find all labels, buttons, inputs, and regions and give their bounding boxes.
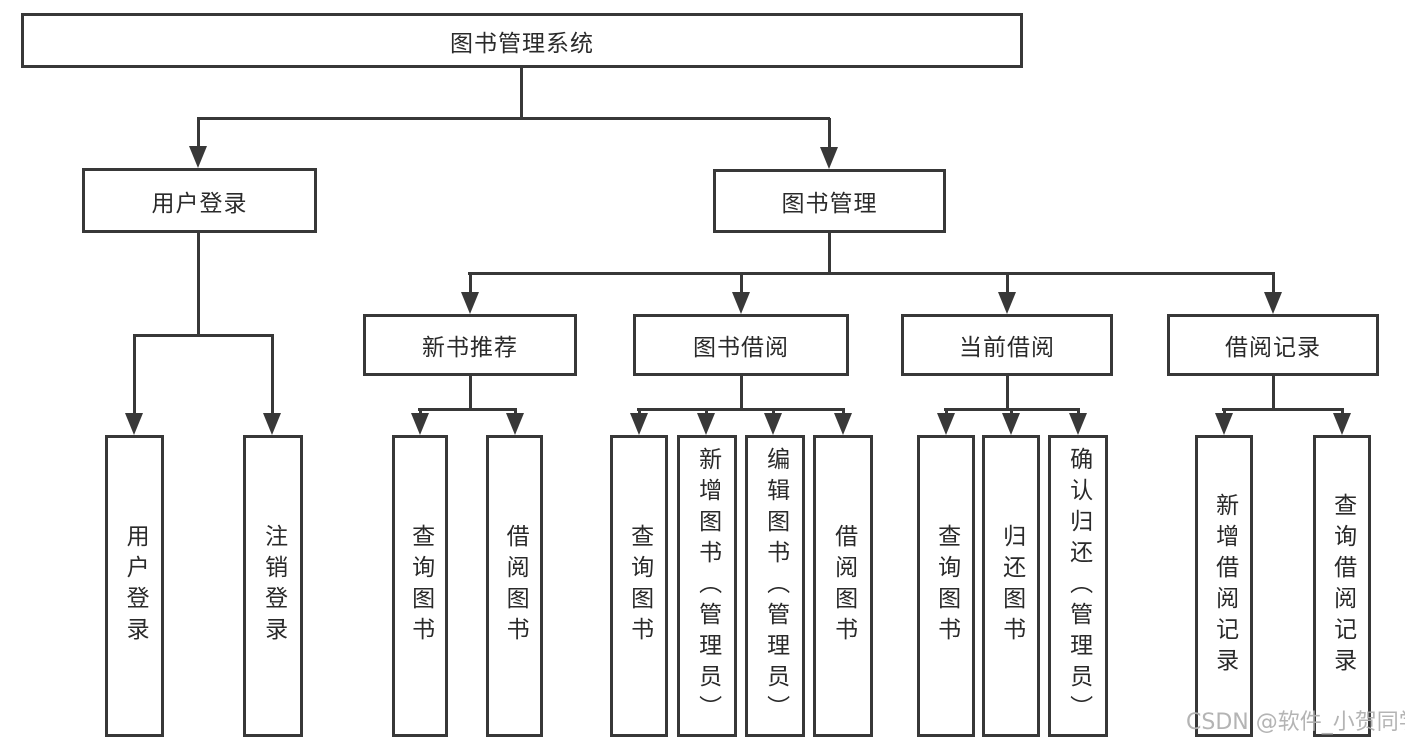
arrow-stem [1272,273,1275,294]
arrow-stem [1010,409,1013,415]
node-borrow-records: 借阅记录 [1167,314,1379,376]
arrow-down-icon [411,413,429,435]
connector-vline [469,376,472,410]
arrow-stem [705,409,708,415]
arrow-stem [740,273,743,294]
csdn-watermark: CSDN @软件_小贺同学 [1186,710,1405,735]
leaf-query-books-1: 查询图书 [392,435,448,737]
arrow-down-icon [1264,292,1282,314]
arrow-down-icon [461,292,479,314]
arrow-down-icon [1002,413,1020,435]
node-new-book-recommend: 新书推荐 [363,314,577,376]
arrow-stem [1006,273,1009,294]
arrow-stem [271,335,274,415]
arrow-stem [828,118,831,149]
connector-hline [1222,408,1344,411]
leaf-query-books-3: 查询图书 [917,435,975,737]
connector-vline [1272,376,1275,410]
node-label: 借阅图书 [830,524,857,648]
arrow-down-icon [764,413,782,435]
arrow-stem [1223,409,1226,415]
leaf-borrow-books-1: 借阅图书 [486,435,543,737]
leaf-query-books-2: 查询图书 [610,435,668,737]
leaf-user-login: 用户登录 [105,435,164,737]
node-label: 借阅记录 [1225,335,1321,361]
leaf-edit-books-admin: 编辑图书（管理员） [745,435,805,737]
leaf-add-books-admin: 新增图书（管理员） [677,435,737,737]
connector-hline [637,408,845,411]
node-label: 用户登录 [151,190,248,217]
connector-hline [197,117,830,120]
node-book-borrow: 图书借阅 [633,314,849,376]
node-label: 新增借阅记录 [1211,493,1238,679]
connector-hline [133,334,274,337]
connector-vline [828,233,831,274]
leaf-borrow-books-2: 借阅图书 [813,435,873,737]
node-root-library-system: 图书管理系统 [21,13,1023,68]
arrow-stem [133,335,136,415]
node-label: 借阅图书 [502,524,529,648]
arrow-down-icon [937,413,955,435]
leaf-logout: 注销登录 [243,435,303,737]
leaf-add-borrow-record: 新增借阅记录 [1195,435,1253,737]
leaf-confirm-return-admin: 确认归还（管理员） [1048,435,1108,737]
arrow-down-icon [630,413,648,435]
node-label: 新书推荐 [422,335,518,361]
arrow-down-icon [1069,413,1087,435]
arrow-down-icon [1333,413,1351,435]
arrow-stem [469,273,472,294]
leaf-query-borrow-record: 查询借阅记录 [1313,435,1371,737]
arrow-stem [1341,409,1344,415]
arrow-stem [842,409,845,415]
node-current-borrow: 当前借阅 [901,314,1113,376]
arrow-down-icon [1215,413,1233,435]
connector-vline [197,232,200,336]
node-label: 注销登录 [260,524,287,648]
arrow-stem [1077,409,1080,415]
arrow-down-icon [125,413,143,435]
connector-vline [740,376,743,410]
node-label: 归还图书 [998,524,1025,648]
arrow-stem [638,409,641,415]
arrow-down-icon [263,413,281,435]
arrow-down-icon [998,292,1016,314]
node-label: 查询图书 [407,524,434,648]
arrow-stem [945,409,948,415]
node-label: 用户登录 [122,524,149,648]
arrow-down-icon [732,292,750,314]
node-label: 图书管理系统 [450,30,594,57]
node-label: 编辑图书（管理员） [762,446,789,726]
node-book-management: 图书管理 [713,169,946,233]
node-label: 确认归还（管理员） [1065,446,1092,726]
node-label: 图书管理 [781,191,878,217]
connector-vline [520,68,523,118]
arrow-down-icon [820,147,838,169]
node-user-login: 用户登录 [82,168,317,233]
connector-hline [468,272,1275,275]
arrow-down-icon [506,413,524,435]
arrow-stem [419,409,422,415]
arrow-stem [197,118,200,148]
arrow-down-icon [834,413,852,435]
arrow-down-icon [189,146,207,168]
arrow-stem [514,409,517,415]
node-label: 查询图书 [933,524,960,648]
leaf-return-books: 归还图书 [982,435,1040,737]
arrow-down-icon [697,413,715,435]
node-label: 新增图书（管理员） [694,446,721,726]
node-label: 当前借阅 [959,335,1055,361]
arrow-stem [772,409,775,415]
connector-vline [1006,376,1009,410]
node-label: 查询借阅记录 [1329,493,1356,679]
node-label: 查询图书 [626,524,653,648]
connector-hline [418,408,517,411]
node-label: 图书借阅 [693,335,789,361]
